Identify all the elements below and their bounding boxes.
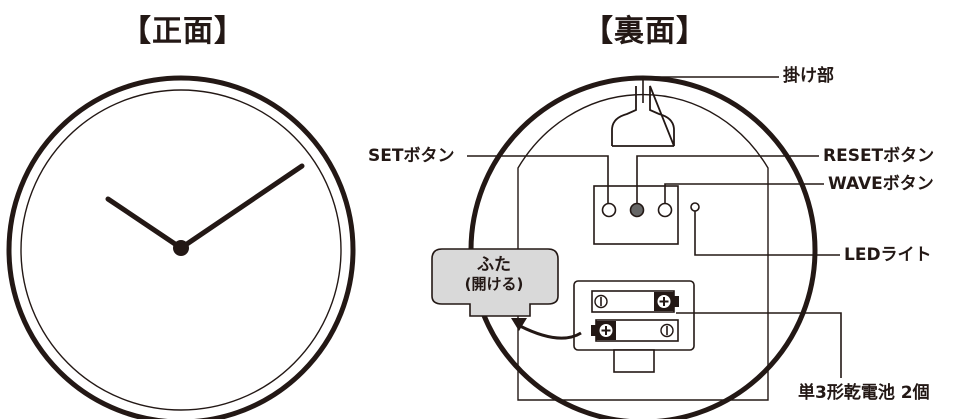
clock-center-pin — [173, 240, 189, 256]
battery-top — [591, 290, 679, 313]
back-clock — [431, 75, 818, 419]
wave-button[interactable] — [657, 202, 673, 218]
battery-lid — [431, 248, 559, 317]
set-button-label: SETボタン — [368, 146, 455, 166]
set-button[interactable] — [601, 202, 617, 218]
front-heading: 【正面】 — [121, 14, 245, 49]
battery-label: 単3形乾電池 2個 — [798, 383, 930, 403]
battery-compartment-tab — [613, 349, 655, 373]
back-heading: 【裏面】 — [583, 14, 707, 49]
led-light — [690, 202, 700, 212]
lid-label-main: ふた — [477, 255, 511, 275]
lid-label: ふた (開ける) — [430, 249, 558, 303]
minute-hand — [178, 163, 305, 251]
reset-button-label: RESETボタン — [823, 146, 935, 166]
leader-reset — [636, 155, 819, 203]
open-arrow — [519, 324, 582, 340]
hook-label: 掛け部 — [783, 66, 834, 86]
wave-button-label: WAVEボタン — [828, 174, 934, 194]
hanging-hook — [611, 85, 675, 147]
leader-lines — [467, 76, 842, 378]
back-inner-panel — [517, 93, 769, 401]
led-light-label: LEDライト — [844, 245, 932, 265]
leader-wave — [664, 183, 824, 203]
battery-bottom — [591, 319, 679, 342]
leader-battery — [676, 312, 842, 378]
leader-led — [694, 211, 840, 256]
front-clock — [6, 75, 356, 419]
leader-set — [467, 155, 609, 203]
reset-button[interactable] — [629, 202, 645, 218]
hour-hand — [105, 196, 184, 251]
lid-label-sub: (開ける) — [464, 275, 524, 293]
open-arrow-head — [511, 318, 527, 331]
leader-hook — [642, 76, 779, 103]
front-clock-inner-rim — [20, 89, 342, 411]
